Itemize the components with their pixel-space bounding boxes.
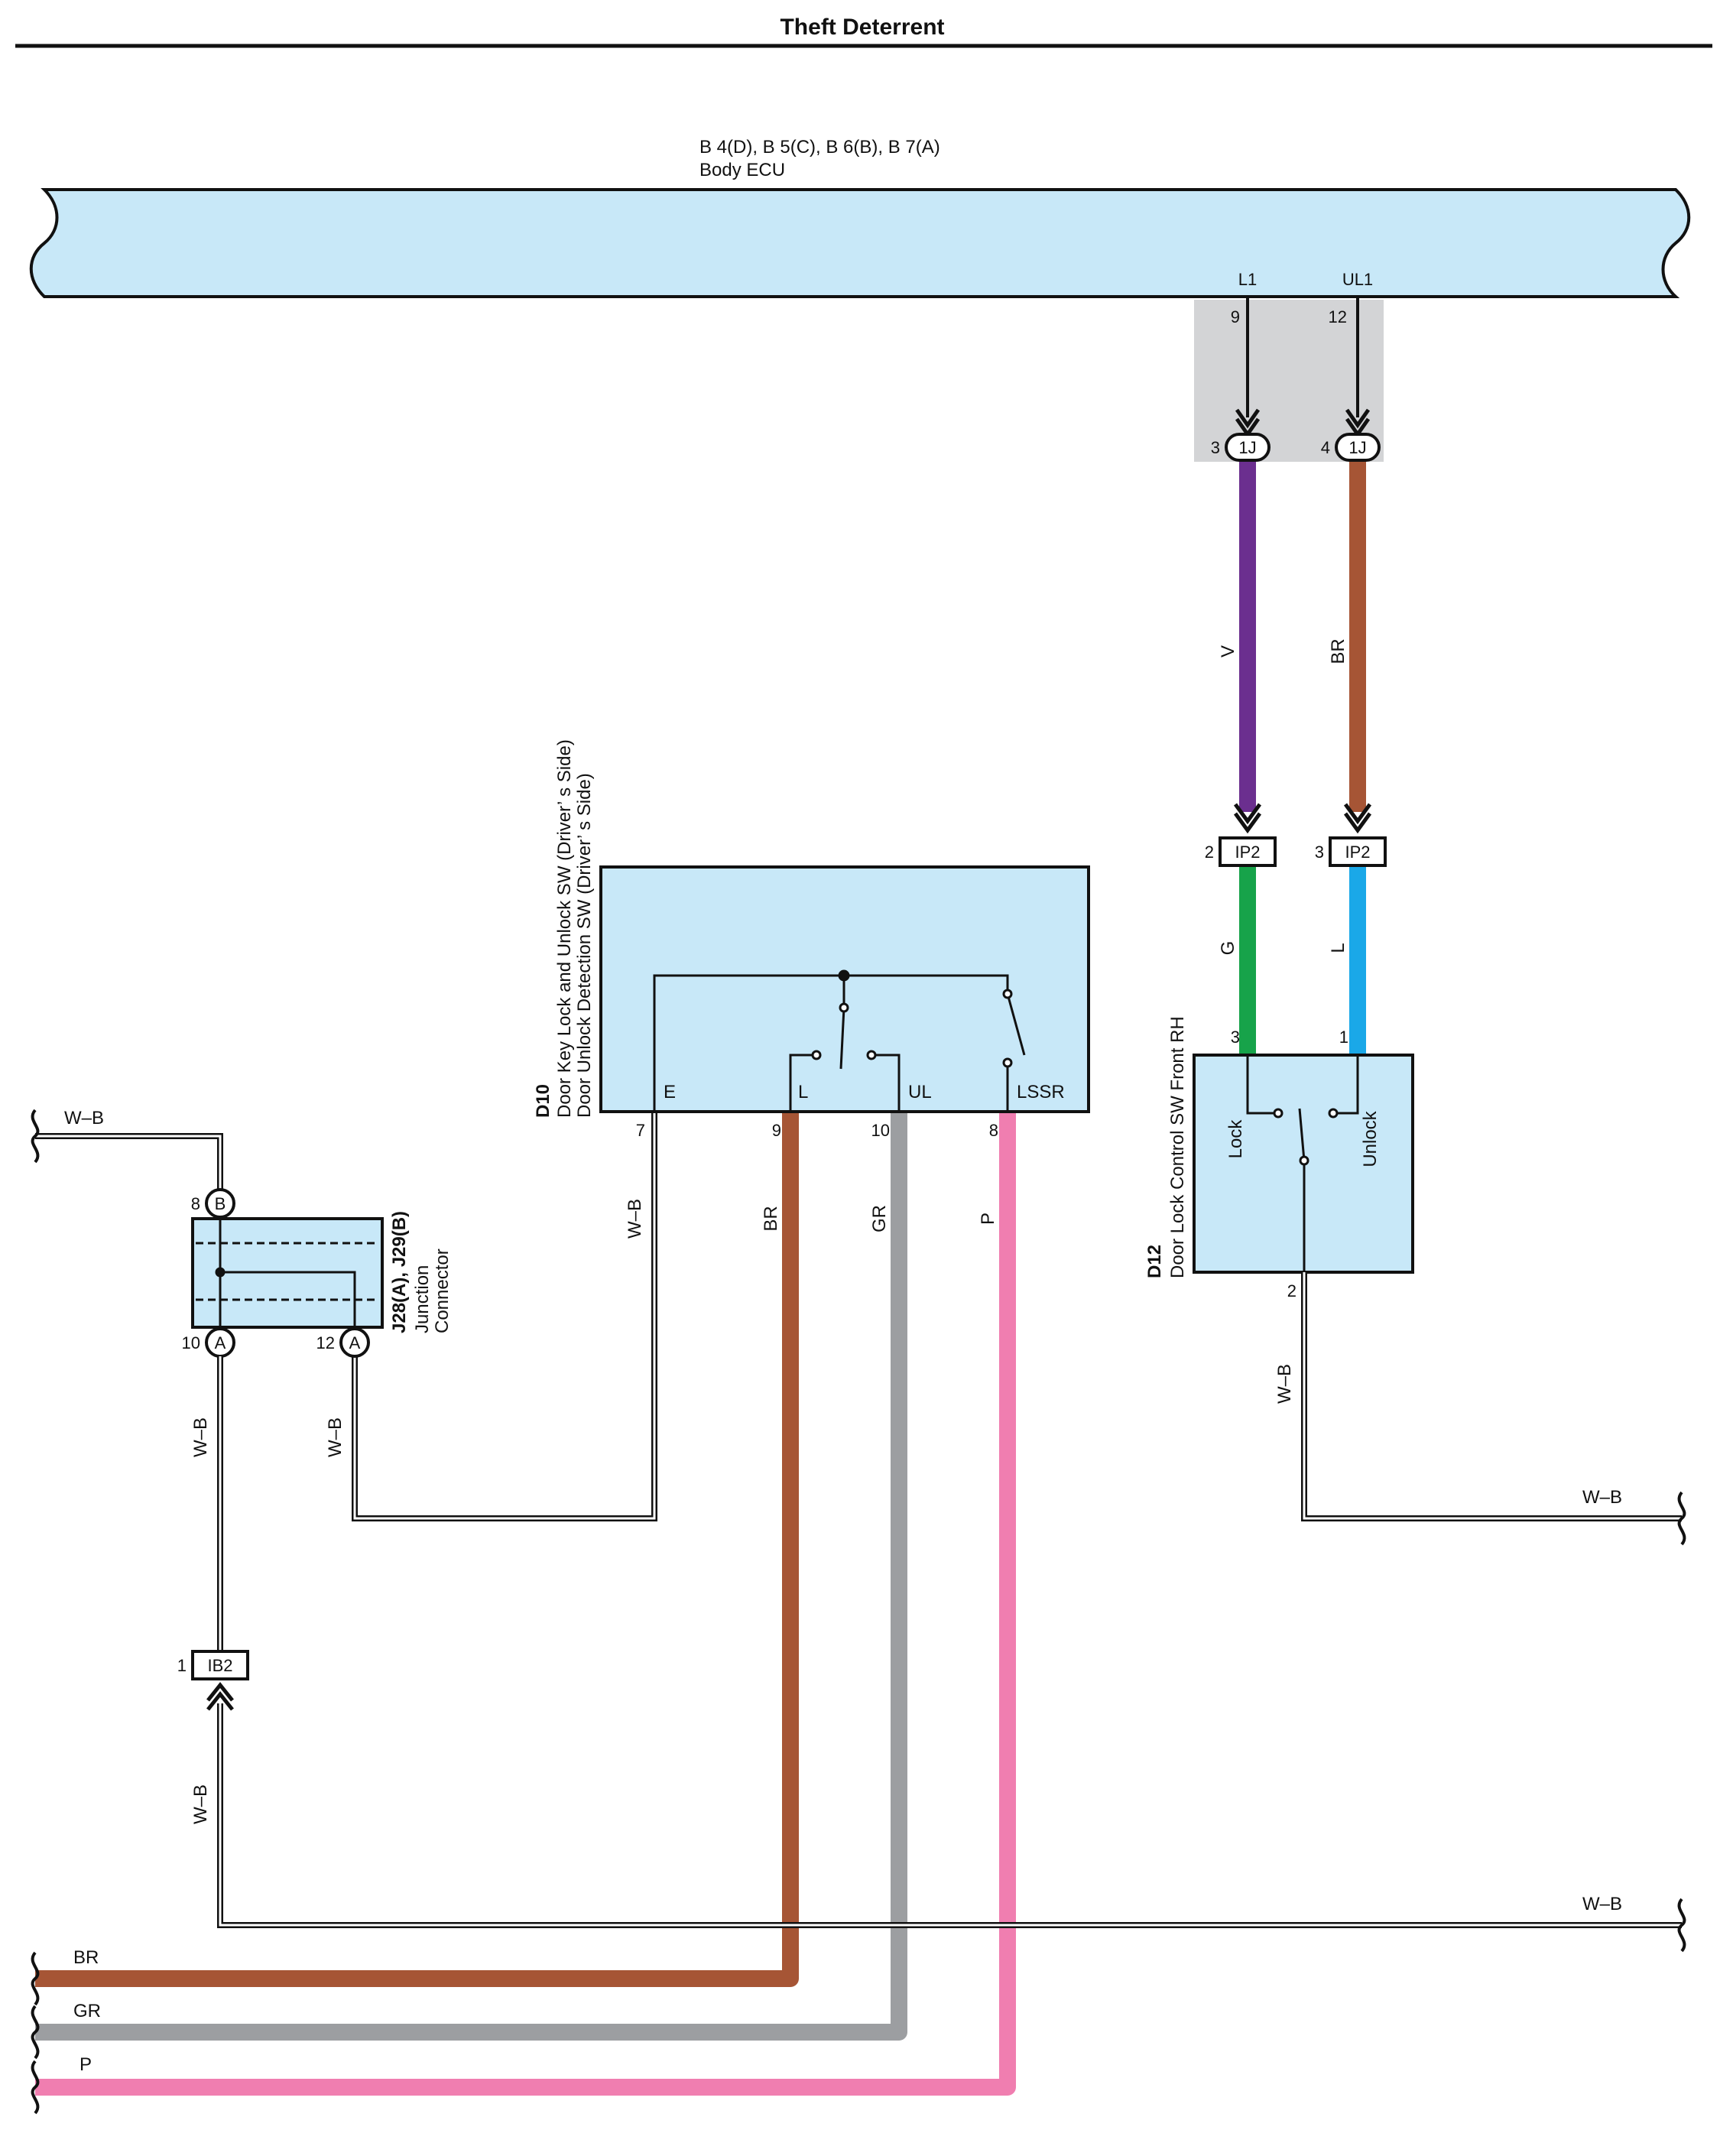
ecu-pin-9: 9: [1231, 307, 1240, 326]
wire-g-label: G: [1218, 941, 1238, 956]
arrow-ib2-icon: [206, 1681, 234, 1711]
break-mark-left-top-icon: [31, 1109, 40, 1164]
d10-pin-9: 9: [772, 1121, 781, 1140]
junction-connector-internals: [196, 1219, 379, 1327]
junction-pin-12: 12: [316, 1333, 335, 1352]
wire-wb-d10-e-core: [353, 1113, 656, 1520]
connector-ip2-a-pin: 2: [1205, 843, 1214, 862]
d10-code: D10: [533, 1084, 553, 1118]
connector-ib2-label: IB2: [207, 1656, 232, 1675]
wire-br-upper-label: BR: [1328, 638, 1348, 664]
d12-code: D12: [1144, 1245, 1165, 1278]
break-mark-left-p-icon: [31, 2060, 40, 2115]
wire-wb-d12-right-label: W–B: [1582, 1487, 1622, 1508]
d10-name-line2: Door Unlock Detection SW (Driver’ s Side…: [574, 773, 595, 1118]
connector-a-pin12: [339, 1327, 370, 1358]
d10-pin-10: 10: [871, 1121, 890, 1140]
connector-1j-a-pin: 3: [1211, 438, 1220, 457]
wire-wb-left-top-core: [35, 1135, 222, 1190]
connector-b-label: B: [215, 1194, 226, 1213]
wire-wb-d12-ground: [1301, 1272, 1682, 1521]
wire-wb-left-top-label: W–B: [64, 1108, 104, 1128]
wire-wb-bottom-right-label: W–B: [1582, 1894, 1622, 1914]
wire-wb-ib2-label: W–B: [190, 1784, 211, 1824]
wire-p-label: P: [978, 1213, 998, 1225]
wire-gr-label: GR: [869, 1205, 890, 1232]
connector-1j-b-pin: 4: [1321, 438, 1330, 457]
wire-l-label: L: [1328, 943, 1348, 953]
wire-p: [35, 1113, 1016, 2096]
connector-ip2-a-label: IP2: [1235, 843, 1260, 862]
break-mark-left-br-icon: [31, 1951, 40, 2006]
d12-pin-3: 3: [1231, 1028, 1240, 1047]
connector-ip2-b-pin: 3: [1315, 843, 1324, 862]
junction-pin-10: 10: [182, 1333, 200, 1352]
d10-terminal-l: L: [798, 1082, 808, 1102]
d12-name: Door Lock Control SW Front RH: [1167, 1016, 1188, 1278]
wire-wb-d12-ground-core: [1303, 1272, 1682, 1520]
wire-wb-j-a10-label: W–B: [190, 1417, 211, 1457]
page-title: Theft Deterrent: [780, 15, 944, 40]
connector-1j-b-label: 1J: [1348, 438, 1366, 457]
wire-br-left-label: BR: [73, 1947, 99, 1968]
connector-a-pin10-label: A: [215, 1333, 226, 1352]
connector-ip2-b: [1329, 836, 1387, 867]
connector-b-pin8: [205, 1188, 235, 1219]
d10-pin-8: 8: [989, 1121, 998, 1140]
wire-wb-d12-label: W–B: [1274, 1364, 1295, 1404]
connector-1j-a-label: 1J: [1238, 438, 1256, 457]
junction-connector-name-line2: Connector: [432, 1248, 453, 1333]
body-ecu-connectors: B 4(D), B 5(C), B 6(B), B 7(A): [699, 137, 940, 157]
junction-connector-name-line1: Junction: [412, 1265, 433, 1333]
d12-terminal-unlock: Unlock: [1360, 1110, 1381, 1167]
break-mark-right-upper-icon: [1677, 1491, 1686, 1546]
ecu-terminal-ul1: UL1: [1342, 270, 1373, 289]
wire-p-left-label: P: [80, 2054, 92, 2075]
connector-ib2-pin: 1: [177, 1656, 187, 1675]
wire-br-lower-label: BR: [761, 1206, 781, 1231]
wire-gr: [35, 1113, 907, 2041]
connector-1j-a: [1225, 433, 1271, 462]
d10-name-line1: Door Key Lock and Unlock SW (Driver’ s S…: [554, 739, 575, 1118]
d10-terminal-e: E: [664, 1082, 676, 1102]
wire-gr-left-label: GR: [73, 2001, 101, 2021]
arrow-ip2-a-icon: [1233, 803, 1262, 834]
wire-wb-d10-e-label: W–B: [625, 1199, 645, 1239]
break-mark-left-gr-icon: [31, 2005, 40, 2060]
ecu-pin-12: 12: [1329, 307, 1347, 326]
d10-switch-icon: [653, 969, 1026, 1112]
connector-ib2: [191, 1650, 249, 1680]
junction-pin-8: 8: [191, 1194, 200, 1213]
d12-terminal-lock: Lock: [1225, 1119, 1246, 1159]
connector-ip2-b-label: IP2: [1345, 843, 1370, 862]
connector-a-pin12-label: A: [349, 1333, 361, 1352]
wire-wb-ib2-bottom-core: [219, 1703, 1682, 1927]
wire-wb-j-a12-label: W–B: [325, 1417, 346, 1457]
connector-ip2-a: [1219, 836, 1277, 867]
body-ecu-block: [29, 188, 1691, 298]
d12-pin-2: 2: [1287, 1281, 1296, 1300]
d10-terminal-ul: UL: [908, 1082, 932, 1102]
break-mark-right-lower-icon: [1677, 1898, 1686, 1953]
wire-wb-ib2-bottom: [217, 1703, 1682, 1928]
connector-1j-b: [1335, 433, 1381, 462]
d10-pin-7: 7: [636, 1121, 645, 1140]
ecu-terminal-l1: L1: [1238, 270, 1257, 289]
wire-br-lower: [35, 1113, 799, 1987]
wire-wb-left-top: [35, 1133, 223, 1190]
d12-pin-1: 1: [1339, 1028, 1348, 1047]
wire-v-label: V: [1218, 645, 1238, 658]
d12-switch-icon: [1246, 1057, 1359, 1272]
arrow-ip2-b-icon: [1343, 803, 1372, 834]
body-ecu-name: Body ECU: [699, 160, 785, 180]
d10-terminal-lssr: LSSR: [1017, 1082, 1065, 1102]
junction-connector-codes: J28(A), J29(B): [389, 1211, 410, 1333]
